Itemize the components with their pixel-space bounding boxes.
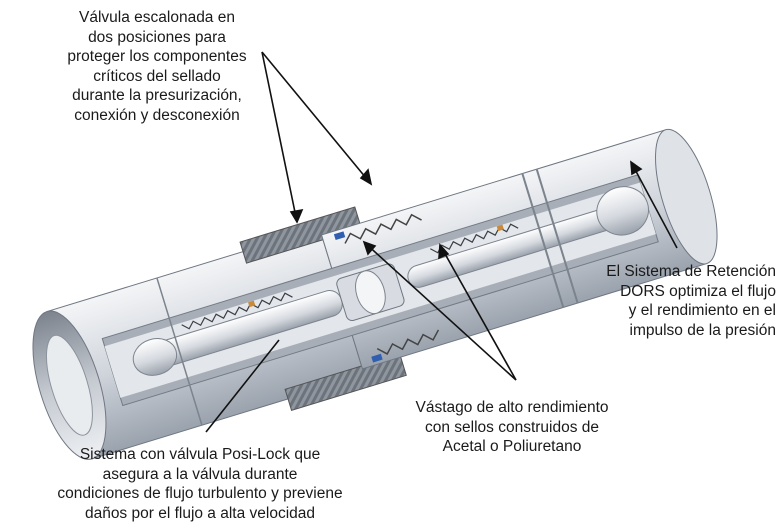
seal-orange-right	[496, 224, 504, 232]
thread-bottom	[376, 329, 440, 355]
knurled-collar-top	[239, 206, 362, 264]
left-spring	[181, 292, 293, 330]
leader-lines	[205, 51, 678, 433]
leader-valve-1	[261, 51, 298, 223]
leader-dors	[630, 161, 678, 249]
leader-stem-2	[439, 244, 517, 381]
leader-valve-2	[261, 51, 372, 185]
leader-posi	[205, 339, 280, 433]
thread-top	[344, 213, 422, 244]
knurled-collar-bottom	[284, 353, 407, 412]
right-end-opening	[655, 128, 718, 265]
seal-blue-top	[333, 231, 346, 241]
dors-ball	[596, 186, 649, 236]
seal-orange-left	[248, 300, 256, 308]
seal-blue-bottom	[371, 353, 383, 363]
callout-dors-retention: El Sistema de Retención DORS optimiza el…	[606, 263, 776, 339]
left-valve-ball	[132, 338, 178, 376]
callout-high-performance-stem: Vástago de alto rendimiento con sellos c…	[415, 399, 609, 455]
leader-stem-1	[363, 241, 517, 381]
callout-posi-lock: Sistema con válvula Posi-Lock que asegur…	[57, 446, 343, 522]
callout-stepped-valve: Válvula escalonada en dos posiciones par…	[67, 9, 247, 124]
